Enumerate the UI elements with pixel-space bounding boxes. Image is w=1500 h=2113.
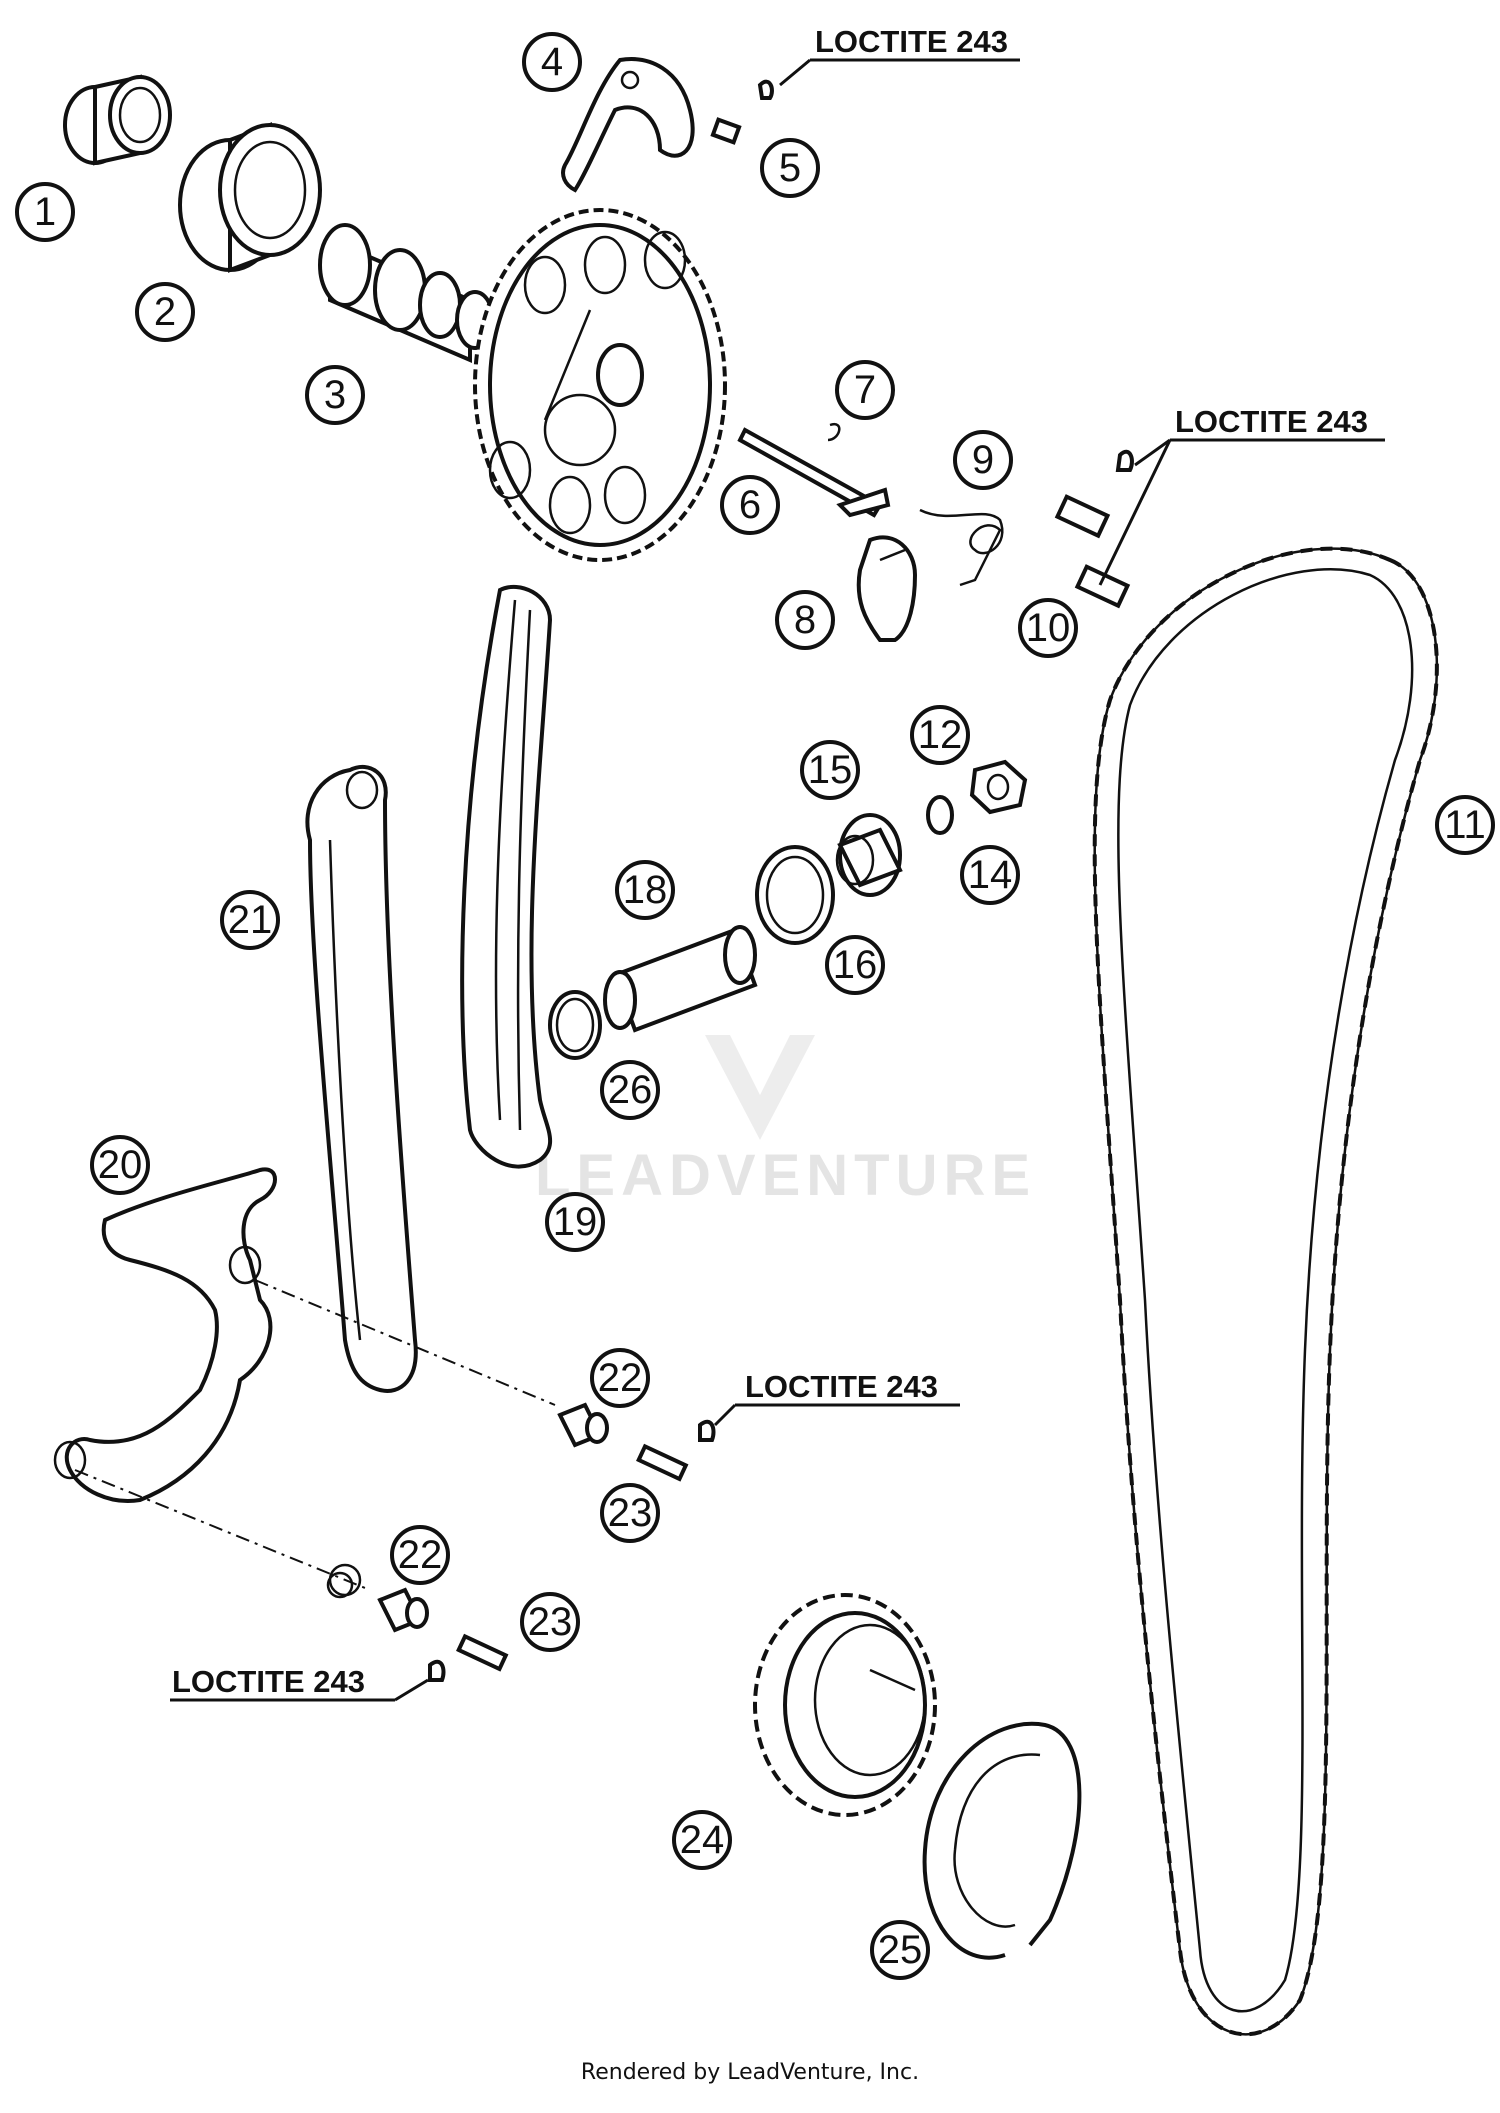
spring — [919, 508, 1004, 587]
svg-text:19: 19 — [553, 1200, 598, 1244]
screw-5 — [710, 79, 774, 145]
svg-text:15: 15 — [808, 748, 853, 792]
watermark: LEADVENTURE — [535, 1035, 1036, 1208]
o-ring — [548, 990, 602, 1060]
callout-12[interactable]: 12 — [910, 705, 970, 765]
bracket — [856, 535, 918, 642]
callout-15[interactable]: 15 — [800, 740, 860, 800]
callout-2[interactable]: 2 — [135, 282, 195, 342]
callout-6[interactable]: 6 — [720, 475, 780, 535]
callout-8[interactable]: 8 — [775, 590, 835, 650]
svg-text:21: 21 — [228, 898, 273, 942]
drop-icon — [1115, 449, 1134, 472]
svg-text:6: 6 — [739, 483, 761, 527]
svg-text:5: 5 — [779, 146, 801, 190]
callout-5[interactable]: 5 — [760, 138, 820, 198]
callout-7[interactable]: 7 — [835, 360, 895, 420]
crank-sprocket — [753, 1593, 937, 1817]
needle-bearing — [63, 74, 172, 166]
svg-text:26: 26 — [608, 1068, 653, 1112]
loctite-label-middle: LOCTITE 243 — [745, 1369, 938, 1404]
screw-upper — [636, 1419, 716, 1482]
svg-text:25: 25 — [878, 1928, 923, 1972]
loctite-label-bottom: LOCTITE 243 — [172, 1664, 365, 1699]
callout-16[interactable]: 16 — [825, 935, 885, 995]
svg-text:LEADVENTURE: LEADVENTURE — [535, 1143, 1036, 1208]
axis-line-upper — [254, 1279, 556, 1406]
tensioner-rail — [305, 764, 418, 1599]
svg-text:14: 14 — [968, 853, 1013, 897]
callout-9[interactable]: 9 — [953, 430, 1013, 490]
axis-line-lower — [74, 1469, 371, 1591]
loctite-label-right: LOCTITE 243 — [1175, 404, 1368, 439]
svg-text:23: 23 — [528, 1600, 573, 1644]
callout-21[interactable]: 21 — [220, 890, 280, 950]
guide-rail — [460, 584, 553, 1169]
svg-text:9: 9 — [972, 438, 994, 482]
svg-text:16: 16 — [833, 943, 878, 987]
callout-10[interactable]: 10 — [1018, 598, 1078, 658]
bushing-upper — [557, 1402, 609, 1448]
callout-18[interactable]: 18 — [615, 860, 675, 920]
callout-22-lower[interactable]: 22 — [390, 1525, 450, 1585]
guide-bracket — [53, 1167, 277, 1503]
svg-text:2: 2 — [154, 290, 176, 334]
callout-19[interactable]: 19 — [545, 1192, 605, 1252]
svg-text:11: 11 — [1444, 803, 1486, 847]
footer-credit: Rendered by LeadVenture, Inc. — [580, 2060, 920, 2085]
svg-text:3: 3 — [324, 373, 346, 417]
svg-text:18: 18 — [623, 868, 668, 912]
svg-text:7: 7 — [854, 368, 876, 412]
svg-text:23: 23 — [608, 1491, 653, 1535]
svg-text:8: 8 — [794, 598, 816, 642]
nut — [969, 759, 1028, 815]
timing-chain — [1092, 546, 1439, 2037]
o-ring-small — [926, 795, 954, 835]
svg-text:20: 20 — [98, 1143, 143, 1187]
tensioner-plug — [835, 813, 903, 897]
circlip — [922, 1721, 1082, 1960]
svg-text:4: 4 — [541, 40, 563, 84]
svg-text:24: 24 — [680, 1818, 725, 1862]
bolts — [1054, 494, 1131, 609]
bearing-race — [178, 122, 322, 273]
loctite-leaders — [170, 58, 1385, 1702]
callout-23-upper[interactable]: 23 — [600, 1483, 660, 1543]
svg-text:1: 1 — [34, 190, 56, 234]
screw-lower — [428, 1633, 509, 1682]
clip — [827, 422, 841, 442]
tensioner-piston — [603, 925, 758, 1033]
callout-25[interactable]: 25 — [870, 1920, 930, 1980]
callout-20[interactable]: 20 — [90, 1135, 150, 1195]
svg-text:22: 22 — [598, 1356, 643, 1400]
callout-22-upper[interactable]: 22 — [590, 1348, 650, 1408]
loctite-label-top: LOCTITE 243 — [815, 24, 1008, 59]
callout-4[interactable]: 4 — [522, 32, 582, 92]
bushing-lower — [377, 1587, 429, 1633]
svg-text:12: 12 — [918, 713, 963, 757]
svg-text:10: 10 — [1026, 606, 1071, 650]
callout-14[interactable]: 14 — [960, 845, 1020, 905]
svg-text:22: 22 — [398, 1533, 443, 1577]
decompressor-lever — [561, 57, 695, 193]
seal-ring — [755, 845, 835, 945]
camshaft-sprocket — [473, 208, 727, 562]
camshaft — [318, 223, 495, 364]
callout-11[interactable]: 11 — [1435, 795, 1495, 855]
callout-3[interactable]: 3 — [305, 365, 365, 425]
callout-26[interactable]: 26 — [600, 1060, 660, 1120]
callout-1[interactable]: 1 — [15, 182, 75, 242]
callout-23-lower[interactable]: 23 — [520, 1592, 580, 1652]
callout-24[interactable]: 24 — [672, 1810, 732, 1870]
decompressor-shaft — [737, 427, 891, 518]
